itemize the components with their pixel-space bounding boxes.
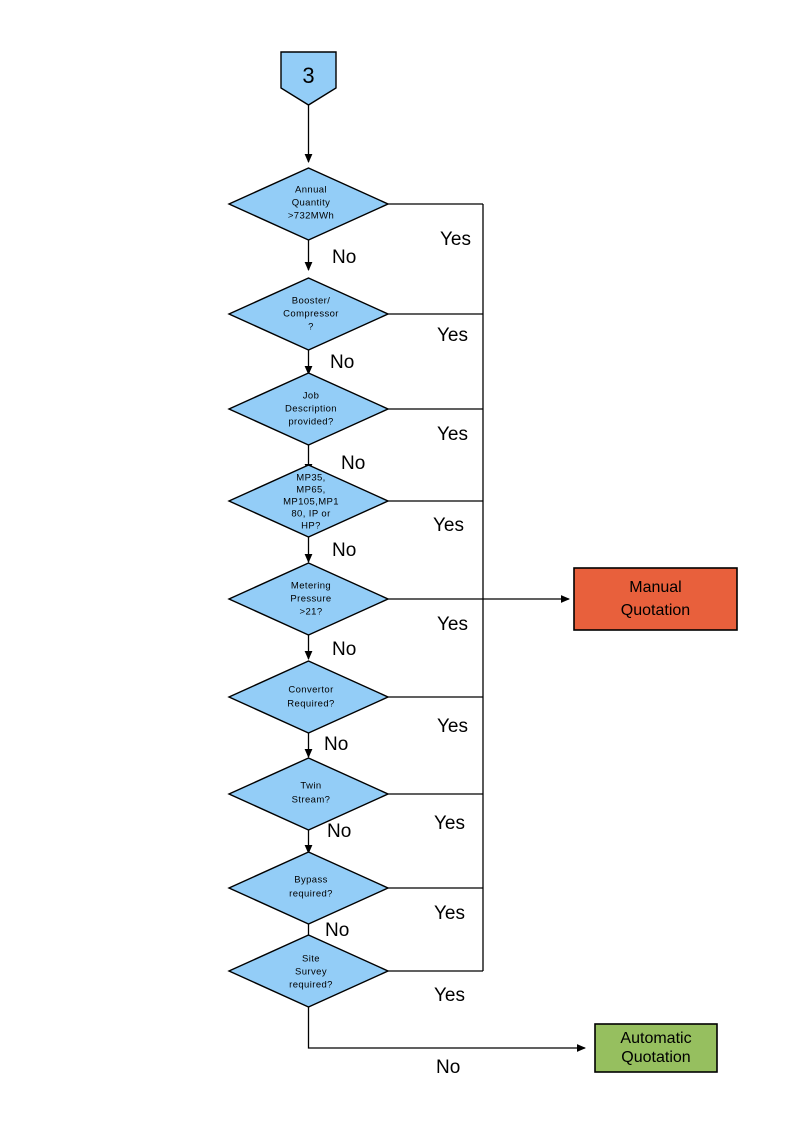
node-decision-site-survey[interactable]: Site Survey required?	[227, 934, 390, 1008]
node-decision-convertor-required[interactable]: Convertor Required?	[227, 660, 390, 734]
automatic-quotation-label-line2: Quotation	[621, 1049, 690, 1066]
node-decision-booster-compressor[interactable]: Booster/ Compressor ?	[227, 277, 390, 351]
decision-label-job-description-line2: Description	[285, 404, 337, 415]
manual-quotation-box	[573, 567, 738, 631]
node-start-connector[interactable]: 3	[280, 51, 337, 106]
branch-no-label-bypass-required: No	[325, 920, 349, 941]
node-decision-job-description[interactable]: Job Description provided?	[227, 372, 390, 446]
node-decision-bypass-required[interactable]: Bypass required?	[227, 851, 390, 925]
decision-label-metering-pressure-line1: Metering	[291, 581, 331, 592]
branch-yes-label-site-survey: Yes	[434, 985, 465, 1006]
node-automatic-quotation[interactable]: Automatic Quotation	[594, 1023, 718, 1073]
decision-label-pressure-tier-line4: 80, IP or	[291, 509, 330, 520]
decision-label-bypass-required-line1: Bypass	[294, 875, 328, 886]
branch-no-label-pressure-tier: No	[332, 540, 356, 561]
branch-yes-label-bypass-required: Yes	[434, 903, 465, 924]
edge-no-site-survey-to-automatic	[307, 1007, 586, 1052]
decision-label-job-description-line1: Job	[303, 391, 320, 402]
node-decision-metering-pressure[interactable]: Metering Pressure >21?	[227, 562, 390, 636]
branch-no-label-twin-stream: No	[327, 821, 351, 842]
automatic-quotation-label-line1: Automatic	[620, 1030, 691, 1047]
branch-yes-label-metering-pressure: Yes	[437, 614, 468, 635]
decision-label-site-survey-line2: Survey	[295, 967, 327, 978]
decision-label-convertor-required-line1: Convertor	[288, 685, 333, 696]
decision-label-twin-stream-line1: Twin	[300, 781, 321, 792]
node-decision-annual-quantity[interactable]: Annual Quantity >732MWh	[227, 167, 390, 241]
branch-no-label-job-description: No	[341, 453, 365, 474]
branch-yes-label-annual-quantity: Yes	[440, 229, 471, 250]
branch-no-label-booster-compressor: No	[330, 352, 354, 373]
branch-yes-label-booster-compressor: Yes	[437, 325, 468, 346]
start-connector-shape	[280, 51, 337, 106]
branch-no-label-metering-pressure: No	[332, 639, 356, 660]
decision-label-job-description-line3: provided?	[288, 417, 333, 428]
manual-quotation-label-line1: Manual	[629, 579, 681, 596]
node-decision-pressure-tier[interactable]: MP35, MP65, MP105,MP1 80, IP or HP?	[227, 464, 390, 538]
branch-no-label-annual-quantity: No	[332, 247, 356, 268]
branch-yes-label-pressure-tier: Yes	[433, 515, 464, 536]
decision-label-pressure-tier-line3: MP105,MP1	[283, 497, 339, 508]
manual-quotation-label-line2: Quotation	[621, 602, 690, 619]
decision-label-annual-quantity-line2: Quantity	[292, 198, 331, 209]
decision-label-site-survey-line1: Site	[302, 954, 320, 965]
branch-yes-label-job-description: Yes	[437, 424, 468, 445]
start-connector-label: 3	[302, 63, 314, 88]
decision-shape-convertor-required	[227, 660, 390, 734]
branch-no-label-convertor-required: No	[324, 734, 348, 755]
branch-yes-label-convertor-required: Yes	[437, 716, 468, 737]
decision-label-metering-pressure-line3: >21?	[300, 607, 323, 618]
decision-label-annual-quantity-line1: Annual	[295, 185, 327, 196]
branch-yes-label-twin-stream: Yes	[434, 813, 465, 834]
decision-label-site-survey-line3: required?	[289, 980, 333, 991]
node-decision-twin-stream[interactable]: Twin Stream?	[227, 757, 390, 831]
decision-label-booster-compressor-line3: ?	[308, 322, 314, 333]
decision-label-booster-compressor-line2: Compressor	[283, 309, 339, 320]
node-manual-quotation[interactable]: Manual Quotation	[573, 567, 738, 631]
decision-label-booster-compressor-line1: Booster/	[292, 296, 331, 307]
decision-label-convertor-required-line2: Required?	[287, 699, 334, 710]
branch-no-label-site-survey: No	[436, 1057, 460, 1078]
decision-label-twin-stream-line2: Stream?	[292, 795, 331, 806]
decision-label-pressure-tier-line1: MP35,	[296, 473, 325, 484]
decision-label-pressure-tier-line5: HP?	[301, 521, 321, 532]
decision-label-metering-pressure-line2: Pressure	[290, 594, 331, 605]
decision-label-pressure-tier-line2: MP65,	[296, 485, 325, 496]
decision-label-bypass-required-line2: required?	[289, 889, 333, 900]
decision-label-annual-quantity-line3: >732MWh	[288, 211, 334, 222]
automatic-quotation-box	[594, 1023, 718, 1073]
